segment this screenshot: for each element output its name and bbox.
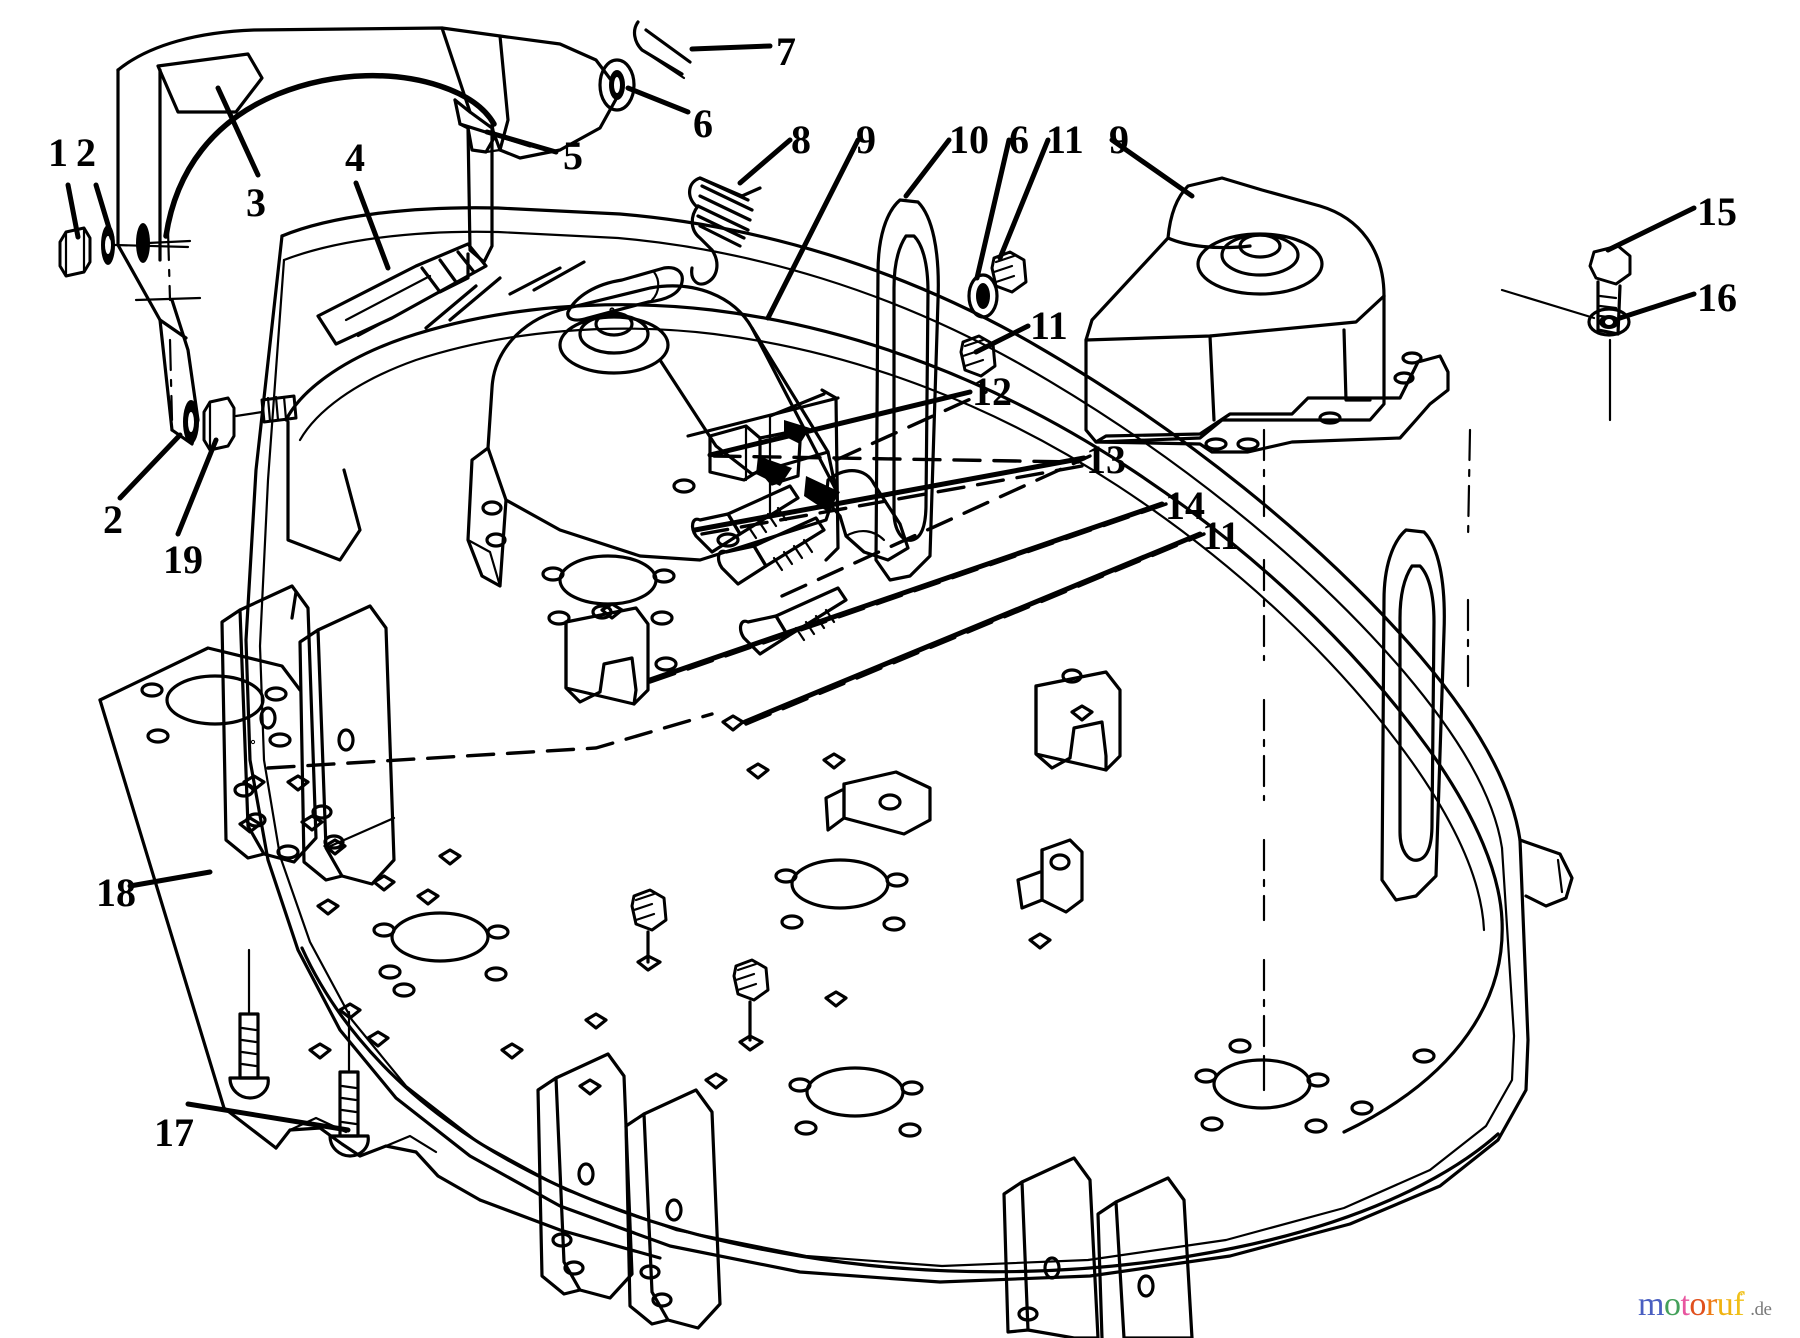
callout-number-1: 1: [48, 130, 68, 175]
leader-line-2: [117, 432, 183, 501]
callout-number-12: 12: [972, 369, 1012, 414]
callout-number-11: 11: [1046, 117, 1084, 162]
cotter-pin: [632, 20, 692, 80]
mower-deck-body: [98, 206, 1574, 1284]
nuts-lower-center: [630, 888, 770, 1052]
callout-number-15: 15: [1697, 189, 1737, 234]
leader-line-13: [692, 455, 1087, 533]
callout-number-16: 16: [1697, 275, 1737, 320]
watermark-letter-1: o: [1663, 1286, 1681, 1323]
leader-line-9: [765, 137, 861, 321]
deck-u-brackets: [564, 604, 1122, 914]
callout-leader-lines: [65, 43, 1697, 1133]
watermark-letter-2: t: [1680, 1286, 1690, 1323]
leader-line-6: [625, 85, 691, 115]
watermark-letter-6: f: [1733, 1286, 1745, 1323]
leader-line-18: [127, 869, 213, 889]
leader-line-10: [903, 137, 952, 199]
callout-number-11: 11: [1030, 303, 1068, 348]
watermark-suffix: .de: [1750, 1299, 1772, 1320]
deck-skid-brackets: [220, 528, 1446, 1338]
assembly-centerlines: [166, 228, 1472, 1092]
callout-number-2: 2: [103, 497, 123, 542]
leader-line-2: [93, 182, 115, 241]
callout-number-17: 17: [154, 1110, 194, 1155]
leader-line-9: [1109, 137, 1195, 199]
watermark-dot: ·: [1738, 1284, 1745, 1306]
callout-number-2: 2: [76, 130, 96, 175]
leader-line-11: [973, 323, 1031, 355]
watermark-letter-5: u: [1716, 1286, 1734, 1323]
leader-line-7: [689, 43, 773, 52]
spindle-cover-right: [1084, 176, 1450, 454]
leader-line-6: [974, 137, 1012, 281]
leader-line-19: [175, 437, 219, 537]
hardware-stack-top-left: [58, 223, 192, 278]
callout-number-8: 8: [791, 117, 811, 162]
washer-top: [598, 58, 636, 112]
callout-number-11: 11: [1202, 513, 1240, 558]
callout-number-6: 6: [693, 101, 713, 146]
hardware-cluster-upper-right: [959, 250, 1028, 378]
leader-line-11: [742, 531, 1203, 725]
callout-number-9: 9: [1109, 117, 1129, 162]
callout-number-9: 9: [856, 117, 876, 162]
watermark-letter-0: m: [1638, 1286, 1664, 1323]
callout-number-6: 6: [1009, 117, 1029, 162]
leader-line-8: [737, 137, 793, 186]
leader-line-14: [647, 501, 1165, 683]
leader-line-17: [185, 1101, 351, 1133]
leader-line-11: [997, 137, 1051, 261]
bolts-bottom-left: [228, 948, 370, 1158]
callout-number-3: 3: [246, 180, 266, 225]
callout-number-10: 10: [949, 117, 989, 162]
callout-number-14: 14: [1165, 483, 1205, 528]
hardware-stack-mid-left: [183, 394, 298, 452]
leader-line-1: [65, 182, 81, 240]
leader-line-12: [707, 389, 973, 458]
watermark-letter-4: r: [1705, 1286, 1717, 1323]
callout-number-19: 19: [163, 537, 203, 582]
leader-line-4: [353, 180, 391, 271]
extension-spring: [688, 176, 762, 286]
leader-line-5: [484, 129, 559, 155]
belt-guard-arm-left: [874, 198, 940, 582]
callout-number-4: 4: [345, 135, 365, 180]
watermark-letter-3: o: [1689, 1286, 1706, 1323]
deck-pan-holes-left: [140, 674, 924, 1138]
callout-number-18: 18: [96, 870, 136, 915]
leader-line-3: [215, 85, 261, 178]
callout-number-7: 7: [776, 29, 796, 74]
callout-number-5: 5: [563, 133, 583, 178]
deck-holes-center: [541, 478, 1436, 1134]
bolt-and-washer-right: [1500, 244, 1632, 422]
leader-line-15: [1605, 205, 1697, 253]
leader-line-16: [1617, 291, 1697, 321]
callout-number-13: 13: [1086, 437, 1126, 482]
motoruf-watermark: motoruf·.de: [1638, 1284, 1772, 1323]
watermark-letters: motoruf·: [1638, 1284, 1750, 1323]
